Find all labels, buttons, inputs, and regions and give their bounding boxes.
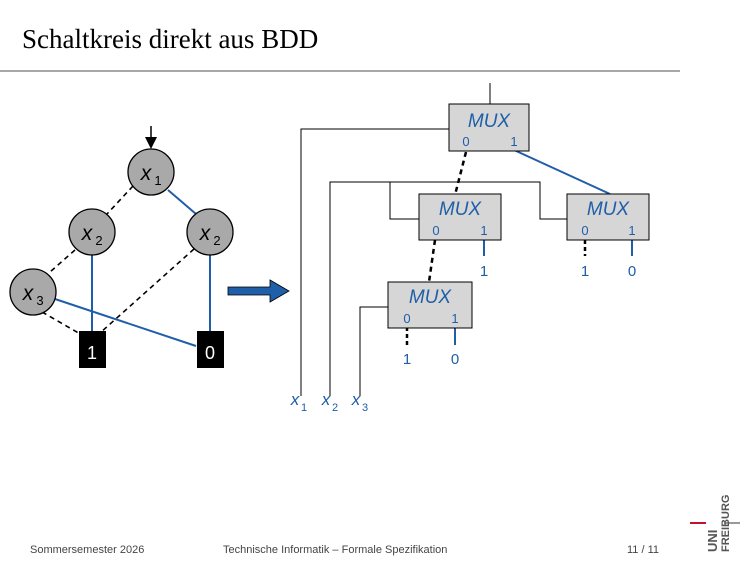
bdd-edge-x1-low — [106, 185, 134, 215]
mux-circuit: MUX 0 1 MUX 0 1 MUX 0 1 MUX 0 1 1 1 0 1 — [290, 83, 650, 414]
svg-text:2: 2 — [95, 233, 102, 248]
bdd-node-x2-right: x 2 — [186, 208, 234, 256]
svg-text:x: x — [81, 222, 94, 245]
const-mux4-zero: 1 — [403, 351, 411, 368]
bdd-graph: x 1 x 2 x 2 x 3 1 0 — [9, 126, 234, 368]
footer-semester: Sommersemester 2026 — [30, 544, 145, 556]
const-mux3-zero: 1 — [581, 263, 589, 280]
bdd-edge-x1-high — [167, 189, 197, 215]
input-label-x1: x 1 — [290, 390, 307, 414]
mux1-low-connection — [453, 151, 468, 196]
footer-page-number: 11 / 11 — [627, 544, 660, 556]
svg-text:UNI: UNI — [705, 530, 720, 552]
svg-text:0: 0 — [403, 311, 410, 326]
svg-text:x: x — [199, 222, 212, 245]
mux-box-bottom: MUX 0 1 — [387, 281, 473, 329]
footer-course-title: Technische Informatik – Formale Spezifik… — [223, 544, 448, 556]
svg-text:1: 1 — [154, 173, 161, 188]
const-mux2-one: 1 — [480, 263, 488, 280]
svg-text:1: 1 — [510, 134, 517, 149]
const-mux4-one: 0 — [451, 351, 459, 368]
svg-text:0: 0 — [462, 134, 469, 149]
title-rule — [0, 70, 680, 72]
slide-title: Schaltkreis direkt aus BDD — [22, 24, 319, 54]
svg-text:0: 0 — [432, 223, 439, 238]
svg-text:MUX: MUX — [587, 199, 631, 220]
select-wire-x3 — [359, 306, 388, 396]
university-logo: UNI FREIBURG — [690, 495, 740, 552]
transform-arrow — [227, 279, 290, 303]
svg-text:1: 1 — [301, 402, 307, 414]
svg-text:3: 3 — [36, 293, 43, 308]
svg-text:1: 1 — [87, 343, 97, 363]
bdd-edge-x3-low — [41, 311, 83, 336]
svg-text:0: 0 — [205, 343, 215, 363]
svg-text:1: 1 — [451, 311, 458, 326]
svg-text:FREIBURG: FREIBURG — [720, 495, 732, 552]
mux-box-mid-right: MUX 0 1 — [566, 193, 650, 241]
svg-text:MUX: MUX — [439, 199, 483, 220]
svg-text:MUX: MUX — [409, 287, 453, 308]
bdd-node-x1: x 1 — [127, 148, 175, 196]
bdd-node-x3: x 3 — [9, 268, 57, 316]
svg-text:x: x — [140, 162, 153, 185]
svg-text:2: 2 — [332, 402, 338, 414]
svg-text:1: 1 — [628, 223, 635, 238]
const-mux3-one: 0 — [628, 263, 636, 280]
svg-text:x: x — [22, 282, 35, 305]
select-wire-x1 — [300, 128, 449, 396]
bdd-terminal-one: 1 — [79, 331, 106, 368]
mux2-low-connection — [427, 239, 437, 283]
bdd-edge-x2a-low — [49, 249, 76, 273]
bdd-terminal-zero: 0 — [197, 331, 224, 368]
svg-text:x: x — [290, 390, 300, 409]
select-wire-x2-branch — [389, 182, 419, 220]
svg-text:3: 3 — [362, 402, 368, 414]
mux-box-mid-left: MUX 0 1 — [418, 193, 502, 241]
svg-text:x: x — [351, 390, 361, 409]
svg-text:0: 0 — [581, 223, 588, 238]
input-label-x2: x 2 — [321, 390, 338, 414]
bdd-node-x2-left: x 2 — [68, 208, 116, 256]
input-label-x3: x 3 — [351, 390, 368, 414]
mux1-high-connection — [513, 149, 611, 195]
svg-text:x: x — [321, 390, 331, 409]
bdd-edge-x2b-low — [99, 248, 195, 334]
mux-box-top: MUX 0 1 — [448, 103, 530, 152]
bdd-edge-x3-high — [51, 297, 197, 347]
svg-text:1: 1 — [480, 223, 487, 238]
svg-text:MUX: MUX — [468, 111, 512, 132]
svg-text:2: 2 — [213, 233, 220, 248]
select-wire-x2 — [329, 181, 567, 396]
